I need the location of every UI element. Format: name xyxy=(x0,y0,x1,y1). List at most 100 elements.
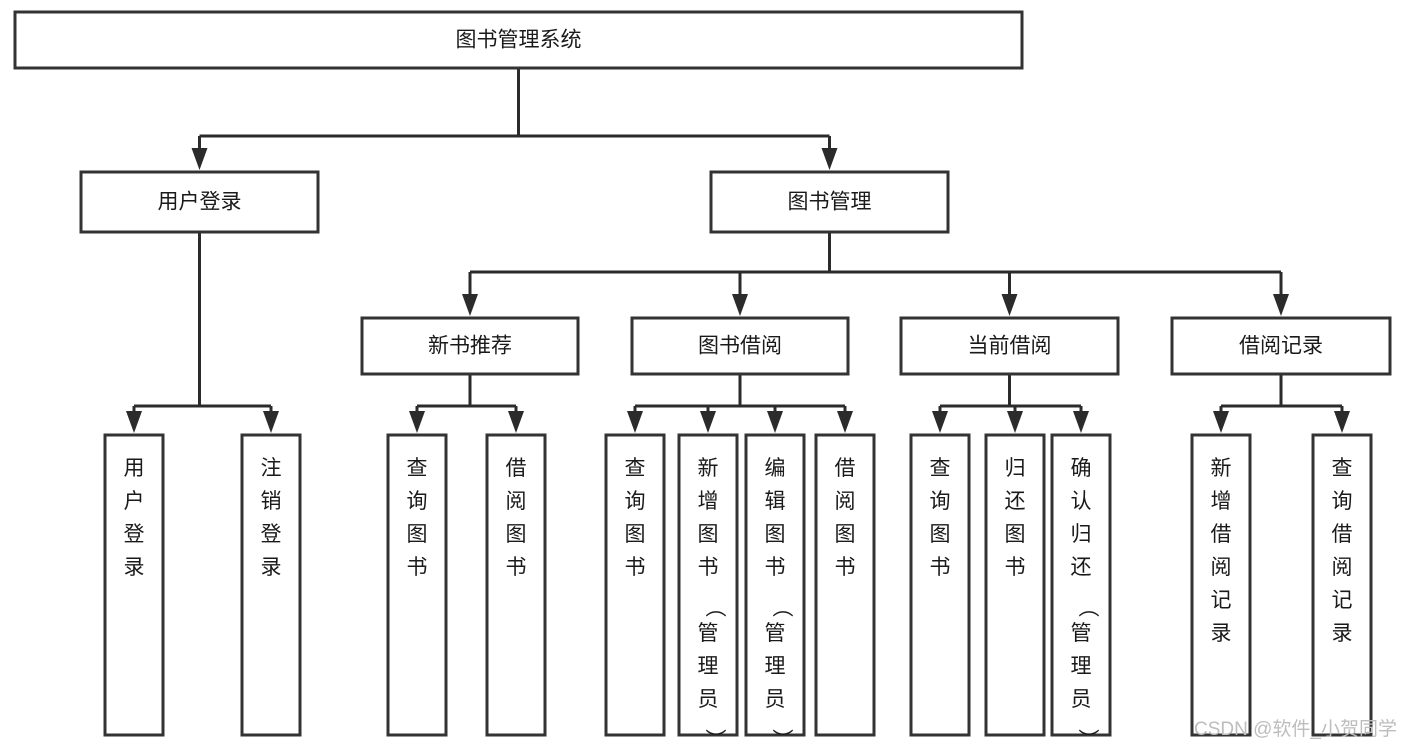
node-box[interactable] xyxy=(984,433,1046,737)
leaf-label-char: 录 xyxy=(1211,622,1232,645)
arrow-head xyxy=(126,411,142,433)
leaf-label-char: 户 xyxy=(124,490,145,513)
leaf-label-char: 书 xyxy=(407,556,428,579)
leaf-label-char: 书 xyxy=(698,556,719,579)
leaf-label-char: 用 xyxy=(124,457,145,480)
leaf-label-char: 询 xyxy=(1332,490,1353,513)
node-box[interactable] xyxy=(79,170,320,234)
node-box[interactable] xyxy=(103,433,165,737)
node-box[interactable] xyxy=(899,316,1120,376)
node-label: 图书管理系统 xyxy=(456,29,582,52)
leaf-label-char: 管 xyxy=(765,622,786,645)
leaf-label-char: 辑 xyxy=(765,490,786,513)
node-box[interactable] xyxy=(485,433,547,737)
leaf-label-char: 登 xyxy=(124,523,145,546)
node-box[interactable] xyxy=(744,433,806,737)
leaf-label-char: 记 xyxy=(1211,589,1232,612)
leaf-label-char: 阅 xyxy=(1211,556,1232,579)
node-box[interactable] xyxy=(1170,316,1392,376)
leaf-label-char: 阅 xyxy=(1332,556,1353,579)
arrow-head xyxy=(1273,294,1289,316)
node-box[interactable] xyxy=(709,170,950,234)
node-box[interactable] xyxy=(1190,433,1252,737)
leaf-label-char: 管 xyxy=(698,622,719,645)
node-box[interactable] xyxy=(677,433,739,737)
leaf-label-char: 查 xyxy=(625,457,646,480)
arrow-head xyxy=(1213,411,1229,433)
node-new-book-rec[interactable]: 新书推荐 xyxy=(360,316,580,376)
arrow-head xyxy=(700,411,716,433)
leaf-label-char: 图 xyxy=(698,523,719,546)
arrow-head xyxy=(767,411,783,433)
node-label: 图书管理 xyxy=(788,191,872,214)
node-current-borrow[interactable]: 当前借阅 xyxy=(899,316,1120,376)
node-box[interactable] xyxy=(1311,433,1373,737)
leaf-label-char: 借 xyxy=(835,457,856,480)
connector-layer xyxy=(126,68,1350,433)
arrow-head xyxy=(409,411,425,433)
arrow-head xyxy=(627,411,643,433)
leaf-label-char: 图 xyxy=(407,523,428,546)
node-box[interactable] xyxy=(240,433,302,737)
leaf-label-char: 询 xyxy=(407,490,428,513)
leaf-label-char: 理 xyxy=(765,655,786,678)
leaf-label-char: （ xyxy=(770,597,793,618)
arrow-head xyxy=(1334,411,1350,433)
leaf-label-char: ） xyxy=(770,729,793,748)
node-root[interactable]: 图书管理系统 xyxy=(13,10,1024,70)
leaf-label-char: 员 xyxy=(698,688,719,711)
leaf-label-char: ） xyxy=(703,729,726,748)
node-box[interactable] xyxy=(604,433,666,737)
node-label: 新书推荐 xyxy=(428,335,512,358)
node-box[interactable] xyxy=(630,316,850,376)
leaf-label-char: 增 xyxy=(698,490,719,513)
leaf-label-char: 阅 xyxy=(506,490,527,513)
leaf-label-char: （ xyxy=(1076,597,1099,618)
arrow-head xyxy=(1073,411,1089,433)
node-label: 借阅记录 xyxy=(1239,335,1323,358)
leaf-label-char: 销 xyxy=(261,490,282,513)
leaf-label-char: ） xyxy=(1076,729,1099,748)
node-book-borrow[interactable]: 图书借阅 xyxy=(630,316,850,376)
node-box[interactable] xyxy=(386,433,448,737)
leaf-label-char: 书 xyxy=(835,556,856,579)
leaf-label-char: 询 xyxy=(625,490,646,513)
arrow-head xyxy=(462,294,478,316)
node-box[interactable] xyxy=(13,10,1024,70)
leaf-label-char: 书 xyxy=(625,556,646,579)
node-box[interactable] xyxy=(814,433,876,737)
leaf-label-char: 新 xyxy=(698,457,719,480)
node-book-manage[interactable]: 图书管理 xyxy=(709,170,950,234)
leaf-label-char: 还 xyxy=(1071,556,1092,579)
watermark-label: CSDN @软件_小贺同学 xyxy=(1194,719,1397,740)
node-box[interactable] xyxy=(909,433,971,737)
node-box[interactable] xyxy=(360,316,580,376)
node-leaf-user-login[interactable]: 用户登录 xyxy=(103,433,165,737)
arrow-head xyxy=(1007,411,1023,433)
leaf-label-char: 理 xyxy=(1071,655,1092,678)
arrow-head xyxy=(821,148,838,170)
leaf-label-char: 注 xyxy=(261,457,282,480)
arrow-head xyxy=(1001,294,1018,316)
node-borrow-record[interactable]: 借阅记录 xyxy=(1170,316,1392,376)
node-box[interactable] xyxy=(1050,433,1112,737)
node-user-login[interactable]: 用户登录 xyxy=(79,170,320,234)
leaf-label-char: 借 xyxy=(506,457,527,480)
leaf-label-char: 编 xyxy=(765,457,786,480)
leaf-label-char: 记 xyxy=(1332,589,1353,612)
node-label: 图书借阅 xyxy=(698,335,782,358)
